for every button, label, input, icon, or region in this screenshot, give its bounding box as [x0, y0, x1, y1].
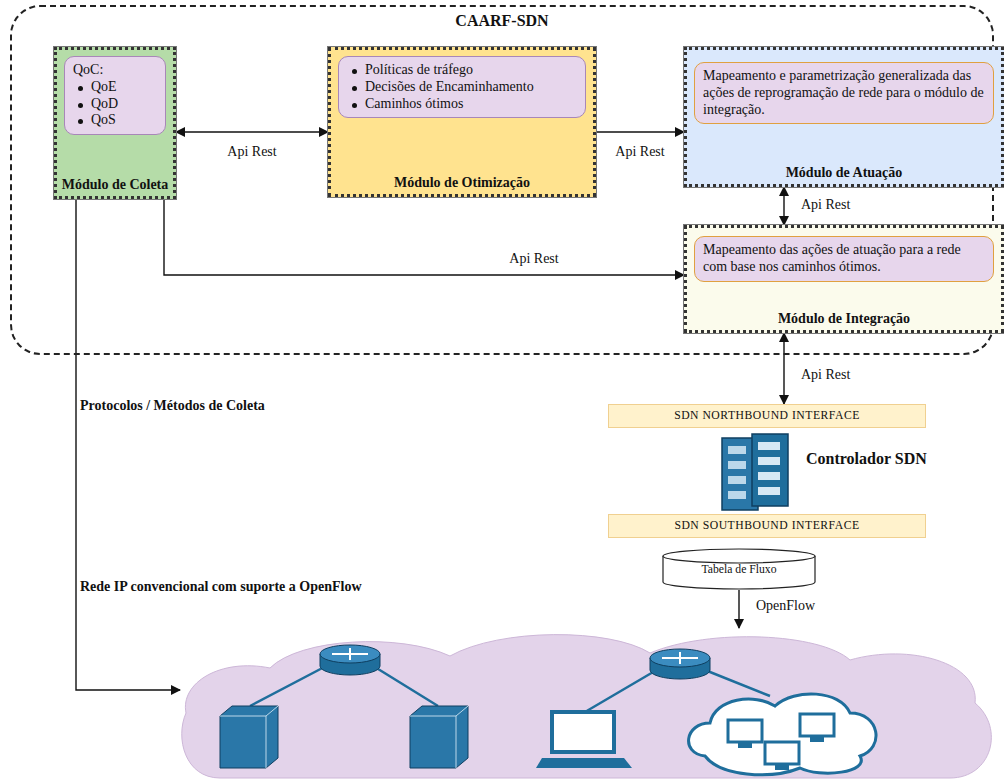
bullet-dot — [352, 103, 357, 108]
interface-label: SDN NORTHBOUND INTERFACE — [609, 405, 925, 426]
connector-arrow — [176, 131, 328, 132]
description-text: Mapeamento e parametrização generalizada… — [703, 68, 985, 118]
list-item: Caminhos ótimos — [347, 96, 577, 113]
list-item: Políticas de tráfego — [347, 62, 577, 79]
list-text: Caminhos ótimos — [365, 96, 463, 111]
region-title: CAARF-SDN — [12, 12, 992, 30]
module-box: Módulo de Otimização Políticas de tráfego… — [328, 47, 596, 197]
edge-label: Api Rest — [798, 197, 853, 213]
bullet-dot — [352, 69, 357, 74]
content-box: Mapeamento das ações de atuação para a r… — [694, 236, 994, 282]
list-item: QoD — [73, 96, 157, 113]
list-text: QoD — [91, 96, 118, 111]
interface-label: SDN SOUTHBOUND INTERFACE — [609, 515, 925, 536]
list-heading: QoC: — [73, 62, 157, 79]
table-label: Tabela de Fluxo — [662, 563, 816, 576]
module-box: Módulo de Integração Mapeamento das ações… — [684, 225, 1004, 333]
list-text: QoE — [91, 79, 117, 94]
edge-label: Api Rest — [798, 367, 853, 383]
edge-label: Api Rest — [612, 144, 667, 160]
edge-label: OpenFlow — [753, 598, 818, 614]
module-title: Módulo de Coleta — [61, 177, 169, 192]
connector-arrow — [164, 199, 684, 275]
interface-bar: SDN NORTHBOUND INTERFACE — [608, 404, 926, 428]
content-box: Mapeamento e parametrização generalizada… — [694, 62, 994, 124]
content-box: QoC:QoE QoDQoS — [64, 56, 166, 135]
bullet-dot — [78, 103, 83, 108]
controller-label: Controlador SDN — [806, 450, 927, 468]
module-box: Módulo de Coleta QoC:QoE QoDQoS — [54, 47, 176, 199]
edge-label: Api Rest — [224, 144, 279, 160]
list-item: QoS — [73, 112, 157, 129]
annotation-label: Protocolos / Métodos de Coleta — [80, 398, 265, 414]
network-cloud: Rede IP convencional com suporte a OpenF… — [180, 628, 995, 778]
module-title: Módulo de Integração — [691, 311, 997, 326]
connector-arrow — [783, 187, 784, 225]
connector-arrow — [783, 333, 784, 404]
bullet-dot — [78, 119, 83, 124]
list-item: Decisões de Encaminhamento — [347, 79, 577, 96]
interface-bar: SDN SOUTHBOUND INTERFACE — [608, 514, 926, 538]
system-boundary: CAARF-SDNMódulo de ColetaQoC:QoEQoDQoSMó… — [10, 5, 994, 355]
list-text: Decisões de Encaminhamento — [365, 79, 534, 94]
list-text: Políticas de tráfego — [365, 62, 473, 77]
network-label: Rede IP convencional com suporte a OpenF… — [80, 578, 440, 597]
connector-arrow — [738, 590, 739, 628]
controller-node: Controlador SDN — [720, 432, 970, 512]
edge-label: Api Rest — [506, 251, 561, 267]
server-icon — [720, 432, 800, 512]
module-box: Módulo de Atuação Mapeamento e parametriz… — [684, 47, 1004, 187]
content-box: Políticas de tráfegoDecisões de Encaminh… — [338, 56, 586, 118]
list-item: QoE — [73, 79, 157, 96]
flow-table: Tabela de Fluxo — [662, 548, 816, 590]
module-title: Módulo de Atuação — [691, 165, 997, 180]
description-text: Mapeamento das ações de atuação para a r… — [703, 242, 985, 276]
list-text: QoS — [91, 112, 116, 127]
bullet-dot — [352, 86, 357, 91]
connector-arrow — [596, 131, 684, 132]
bullet-dot — [78, 86, 83, 91]
connector-arrow — [76, 199, 180, 690]
network-illustration — [180, 628, 995, 778]
module-title: Módulo de Otimização — [335, 175, 589, 190]
